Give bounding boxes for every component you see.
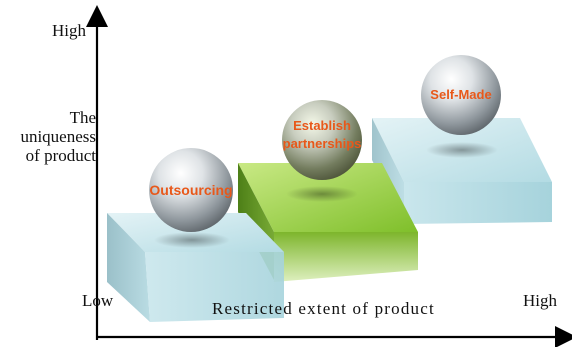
x-axis-low-label: Low (82, 291, 114, 310)
outsourcing-sphere (149, 148, 233, 232)
x-axis-title: Restricted extent of product (212, 299, 435, 318)
partnerships-label-line1: Establish (293, 118, 351, 133)
y-axis-title-line: uniqueness (20, 127, 96, 147)
outsourcing-label: Outsourcing (149, 182, 232, 198)
y-axis-high-label: High (52, 21, 86, 40)
y-axis-title-line: of product (25, 146, 96, 166)
sphere-shadow (154, 232, 230, 248)
y-axis-title-line: The (69, 108, 96, 127)
self-made-label: Self-Made (430, 87, 491, 102)
sphere-shadow (426, 142, 498, 158)
partnerships-sphere (282, 100, 362, 180)
y-axis-title: The uniqueness of product (10, 108, 96, 165)
self-made-sphere (421, 55, 501, 135)
partnerships-label-line2: partnerships (283, 136, 362, 151)
sphere-shadow (286, 186, 358, 202)
x-axis-high-label: High (523, 291, 557, 310)
